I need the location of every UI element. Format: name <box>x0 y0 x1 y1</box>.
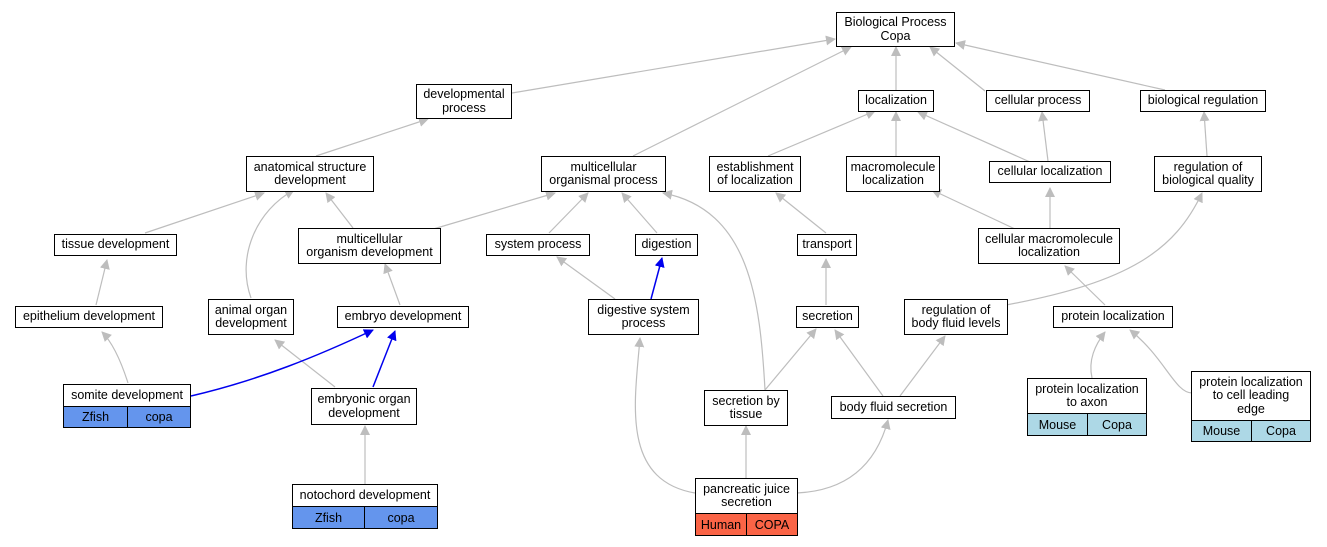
edge <box>621 192 658 234</box>
node-notochord-development[interactable]: notochord development <box>292 484 438 507</box>
edge <box>955 40 1166 91</box>
edge <box>101 331 129 384</box>
node-developmental-process[interactable]: developmental process <box>416 84 512 119</box>
edge <box>632 46 852 157</box>
species-tag-zfish: Zfish <box>292 506 365 529</box>
node-secretion-by-tissue[interactable]: secretion by tissue <box>704 390 788 426</box>
node-macromolecule-localization[interactable]: macromolecule localization <box>846 156 940 192</box>
edge <box>899 335 946 397</box>
node-cellular-macromolecule-localization[interactable]: cellular macromolecule localization <box>978 228 1120 264</box>
node-protein-localization-to-cell-leading-edge[interactable]: protein localization to cell leading edg… <box>1191 371 1311 421</box>
species-tag-human: Human <box>695 513 747 536</box>
gene-tag-copa: Copa <box>1087 413 1147 436</box>
gene-tag-copa: copa <box>364 506 438 529</box>
node-system-process[interactable]: system process <box>486 234 590 256</box>
edge-highlighted <box>372 330 397 388</box>
node-establishment-of-localization[interactable]: establishment of localization <box>709 156 801 192</box>
node-digestion[interactable]: digestion <box>635 234 698 256</box>
edge <box>1129 329 1193 394</box>
edge <box>548 192 589 234</box>
edge <box>767 109 876 157</box>
node-embryo-development[interactable]: embryo development <box>337 306 469 328</box>
node-localization[interactable]: localization <box>858 90 934 112</box>
edge <box>1038 111 1049 162</box>
node-protein-localization[interactable]: protein localization <box>1053 306 1173 328</box>
edge-highlighted <box>650 257 665 300</box>
node-protein-localization-to-axon[interactable]: protein localization to axon <box>1027 378 1147 414</box>
edge <box>1005 192 1203 306</box>
node-biological-regulation[interactable]: biological regulation <box>1140 90 1266 112</box>
edge <box>775 192 827 234</box>
node-regulation-of-body-fluid-levels[interactable]: regulation of body fluid levels <box>904 299 1008 335</box>
node-animal-organ-development[interactable]: animal organ development <box>208 299 294 335</box>
node-somite-development[interactable]: somite development <box>63 384 191 407</box>
edge <box>662 189 766 391</box>
node-body-fluid-secretion[interactable]: body fluid secretion <box>831 396 956 419</box>
edge-highlighted <box>190 329 374 397</box>
node-transport[interactable]: transport <box>797 234 857 256</box>
node-regulation-of-biological-quality[interactable]: regulation of biological quality <box>1154 156 1262 192</box>
edge <box>95 259 110 306</box>
gene-tag-copa: Copa <box>1251 420 1311 442</box>
edge <box>144 191 265 234</box>
edge <box>929 46 986 92</box>
edge <box>556 256 616 300</box>
edge <box>429 190 556 231</box>
edge <box>315 117 429 157</box>
edge <box>383 263 401 306</box>
edge <box>1199 111 1210 157</box>
species-tag-mouse: Mouse <box>1191 420 1252 442</box>
gene-tag-copa: COPA <box>746 513 798 536</box>
edge <box>245 189 295 299</box>
edge <box>511 35 836 94</box>
node-biological-process-root[interactable]: Biological Process Copa <box>836 12 955 47</box>
node-cellular-localization[interactable]: cellular localization <box>989 161 1111 183</box>
edge <box>634 337 696 494</box>
edge <box>1064 265 1106 306</box>
edge <box>796 419 891 494</box>
edge <box>1090 331 1106 379</box>
edge <box>325 192 354 229</box>
node-pancreatic-juice-secretion[interactable]: pancreatic juice secretion <box>695 478 798 514</box>
node-tissue-development[interactable]: tissue development <box>54 234 177 256</box>
node-multicellular-organism-development[interactable]: multicellular organism development <box>298 228 441 264</box>
species-tag-zfish: Zfish <box>63 406 128 428</box>
node-cellular-process[interactable]: cellular process <box>986 90 1090 112</box>
edge <box>931 189 1016 230</box>
edge <box>834 329 884 397</box>
node-secretion[interactable]: secretion <box>796 306 859 328</box>
edge <box>274 339 336 388</box>
node-anatomical-structure-development[interactable]: anatomical structure development <box>246 156 374 192</box>
node-embryonic-organ-development[interactable]: embryonic organ development <box>311 388 417 425</box>
node-epithelium-development[interactable]: epithelium development <box>15 306 163 328</box>
node-digestive-system-process[interactable]: digestive system process <box>588 299 699 335</box>
node-multicellular-organismal-process[interactable]: multicellular organismal process <box>541 156 666 192</box>
species-tag-mouse: Mouse <box>1027 413 1088 436</box>
edge <box>917 111 1031 163</box>
edge <box>764 328 817 391</box>
gene-tag-copa: copa <box>127 406 191 428</box>
